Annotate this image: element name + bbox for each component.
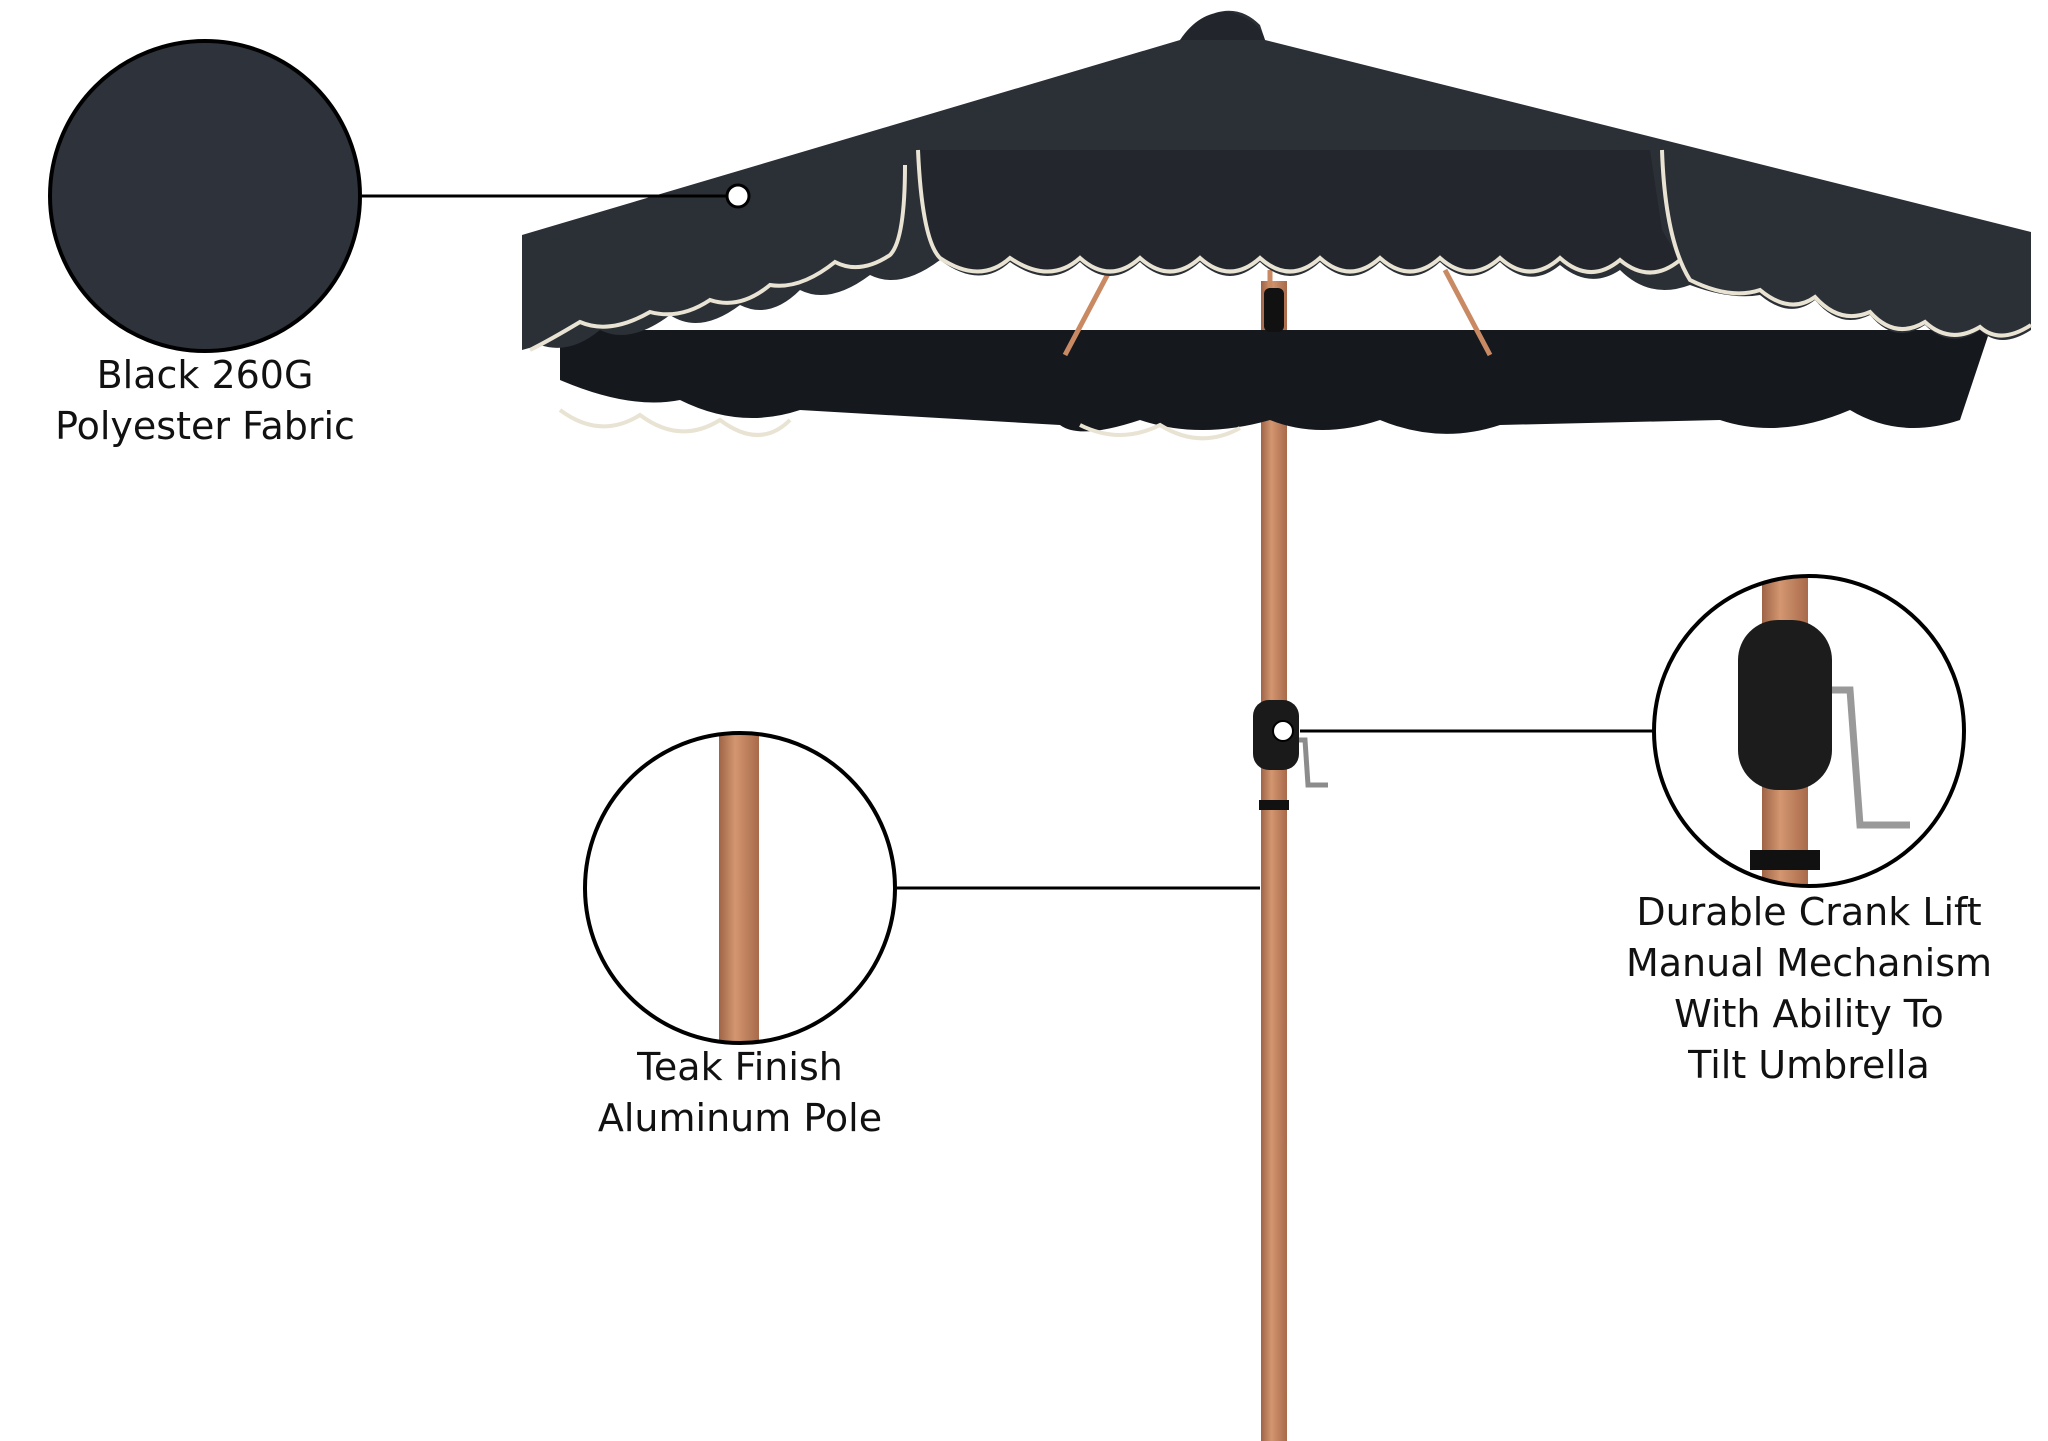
pole-hub xyxy=(1264,288,1284,332)
pole xyxy=(1261,281,1287,1441)
caption-line: Manual Mechanism xyxy=(1625,941,1993,985)
caption-line: Durable Crank Lift xyxy=(1636,890,1982,934)
pole-caption: Teak Finish Aluminum Pole xyxy=(598,1042,882,1144)
canopy-panel-front xyxy=(918,150,1680,273)
crank-detail-circle xyxy=(1652,574,1966,888)
crank-pivot xyxy=(1272,720,1294,742)
fabric-caption: Black 260G Polyester Fabric xyxy=(55,350,355,452)
canopy-underside xyxy=(560,330,1990,434)
caption-line: Aluminum Pole xyxy=(597,1096,883,1140)
caption-line: Tilt Umbrella xyxy=(1688,1043,1930,1087)
crank-caption: Durable Crank Lift Manual Mechanism With… xyxy=(1626,887,1992,1091)
fabric-callout-dot xyxy=(725,183,751,209)
caption-line: With Ability To xyxy=(1674,992,1944,1036)
pole-collar xyxy=(1259,800,1289,810)
crank-handle xyxy=(1299,737,1328,788)
pole-detail-circle xyxy=(583,731,897,1045)
scalloped-trim xyxy=(529,149,2033,441)
top-vent xyxy=(1180,11,1265,40)
caption-line: Polyester Fabric xyxy=(55,404,355,448)
fabric-detail-circle xyxy=(48,39,362,353)
caption-line: Teak Finish xyxy=(637,1045,843,1089)
caption-line: Black 260G xyxy=(96,353,314,397)
